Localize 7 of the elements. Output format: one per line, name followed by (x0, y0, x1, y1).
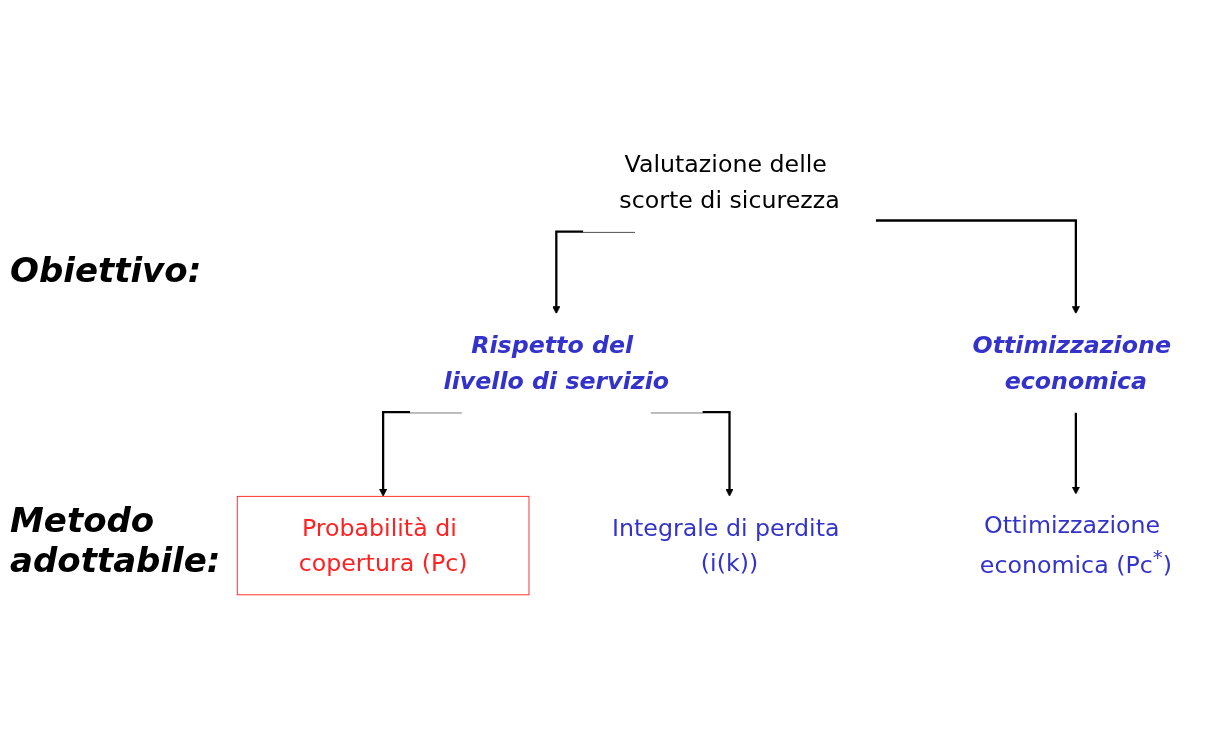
row-label: Metodo adottabile: (10, 500, 220, 580)
node-text: Ottimizzazione economica (972, 330, 1171, 394)
row-label: Obiettivo: (10, 250, 203, 290)
arrow (875, 219, 1080, 314)
node-box: Probabilità di copertura (Pc) (236, 495, 530, 596)
node-text: Ottimizzazione economica (Pc$^{*}$) (979, 511, 1172, 579)
node-text: Integrale di perdita (i(k)) (612, 513, 840, 577)
